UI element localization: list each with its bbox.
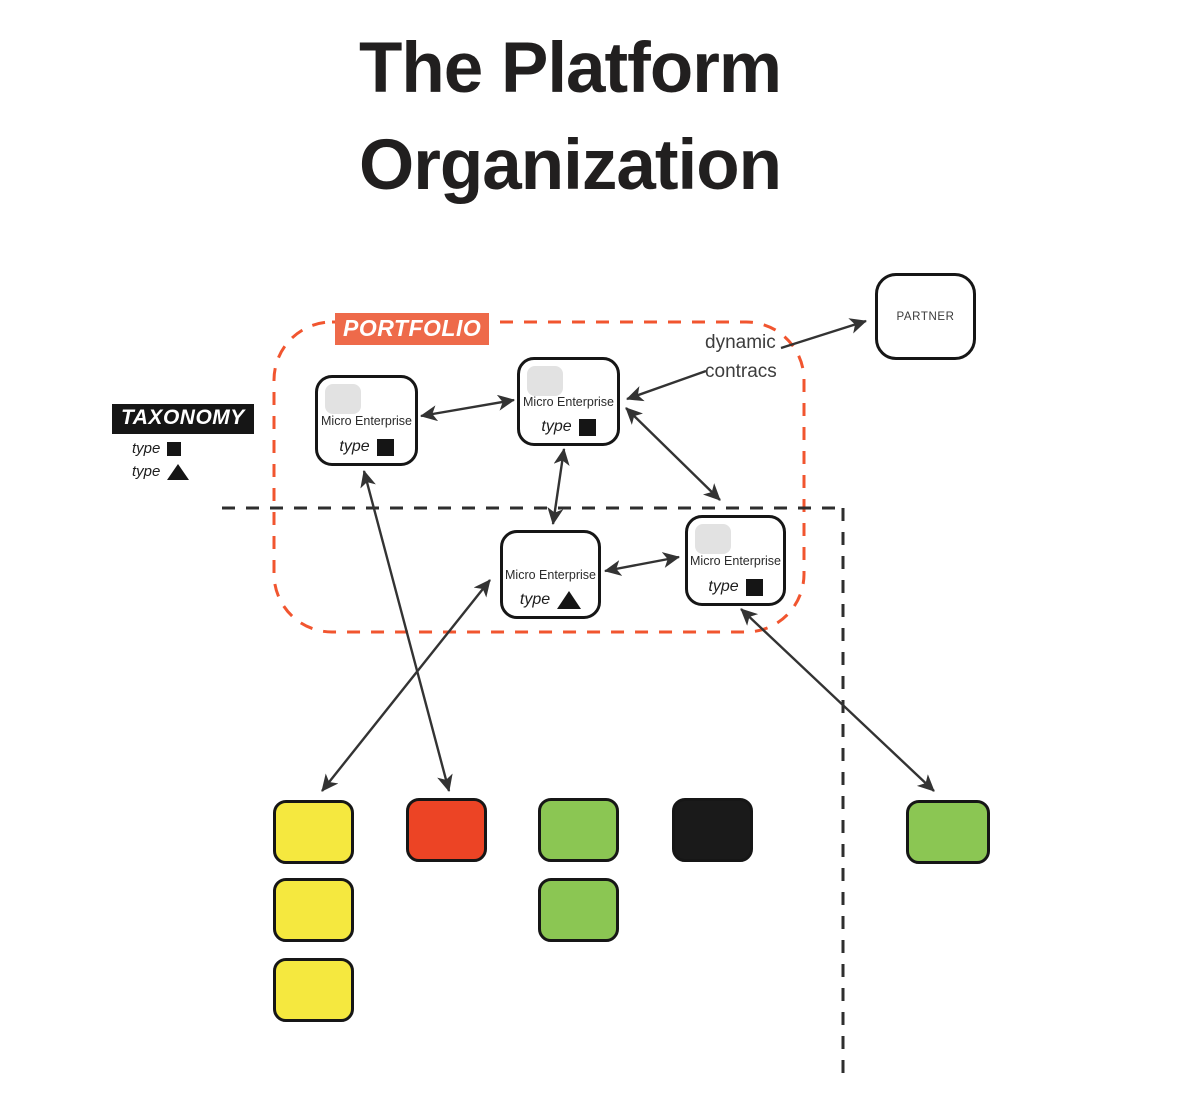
type-label: type [541, 418, 572, 435]
edge-me2-me3 [547, 448, 570, 525]
dynamic-contracts-label: dynamic contracs [705, 328, 777, 386]
edge-me3-me4 [604, 552, 680, 576]
resource-box-yellow-1 [273, 800, 354, 864]
type-square-shape [167, 441, 182, 456]
edge-label-me2 [626, 369, 707, 402]
node-type-row: type [503, 591, 598, 609]
resource-box-green-2 [538, 878, 619, 942]
legend-type-label: type [132, 440, 161, 457]
legend-item-triangle: type [132, 463, 190, 480]
edge-me3-yellow-box [321, 579, 491, 792]
type-triangle-shape [167, 463, 190, 480]
module-tile-icon [325, 384, 361, 414]
edge-me1-me2 [420, 394, 515, 422]
page-title-line1: The Platform [359, 29, 782, 108]
edge-label-line2: contracs [705, 361, 777, 382]
node-partner: PARTNER [875, 273, 976, 360]
resource-box-black-1 [672, 798, 753, 862]
type-label: type [708, 578, 739, 595]
portfolio-boundary [272, 320, 806, 634]
node-micro-enterprise-1: Micro Enterprise type [315, 375, 418, 466]
node-label: Micro Enterprise [690, 553, 781, 568]
legend-type-label: type [132, 463, 161, 480]
node-micro-enterprise-2: Micro Enterprise type [517, 357, 620, 446]
node-label: Micro Enterprise [523, 394, 614, 409]
portfolio-label: PORTFOLIO [335, 313, 490, 345]
module-tile-icon [695, 524, 731, 554]
edge-me2-me4 [625, 407, 721, 501]
node-label: Micro Enterprise [505, 567, 596, 582]
type-square-shape [745, 578, 763, 596]
resource-box-green-3 [906, 800, 990, 864]
node-label: PARTNER [896, 310, 955, 323]
page-title-line2: Organization [359, 126, 782, 205]
node-type-row: type [688, 578, 783, 596]
node-label: Micro Enterprise [321, 413, 412, 428]
type-triangle-shape [557, 591, 582, 609]
node-type-row: type [520, 418, 617, 436]
resource-box-red-1 [406, 798, 487, 862]
page-title: The Platform Organization [0, 20, 1140, 214]
resource-box-yellow-2 [273, 878, 354, 942]
type-square-shape [376, 438, 394, 456]
taxonomy-label: TAXONOMY [112, 404, 254, 434]
edge-label-line1: dynamic [705, 332, 776, 353]
legend-item-square: type [132, 440, 182, 457]
type-square-shape [578, 418, 596, 436]
type-label: type [339, 438, 370, 455]
type-label: type [519, 591, 551, 608]
node-micro-enterprise-3: Micro Enterprise type [500, 530, 601, 619]
resource-box-yellow-3 [273, 958, 354, 1022]
edge-label-partner [780, 318, 867, 350]
module-tile-icon [527, 366, 563, 396]
edge-me4-green-box [740, 608, 935, 792]
node-type-row: type [318, 438, 415, 456]
node-micro-enterprise-4: Micro Enterprise type [685, 515, 786, 606]
resource-box-green-1 [538, 798, 619, 862]
